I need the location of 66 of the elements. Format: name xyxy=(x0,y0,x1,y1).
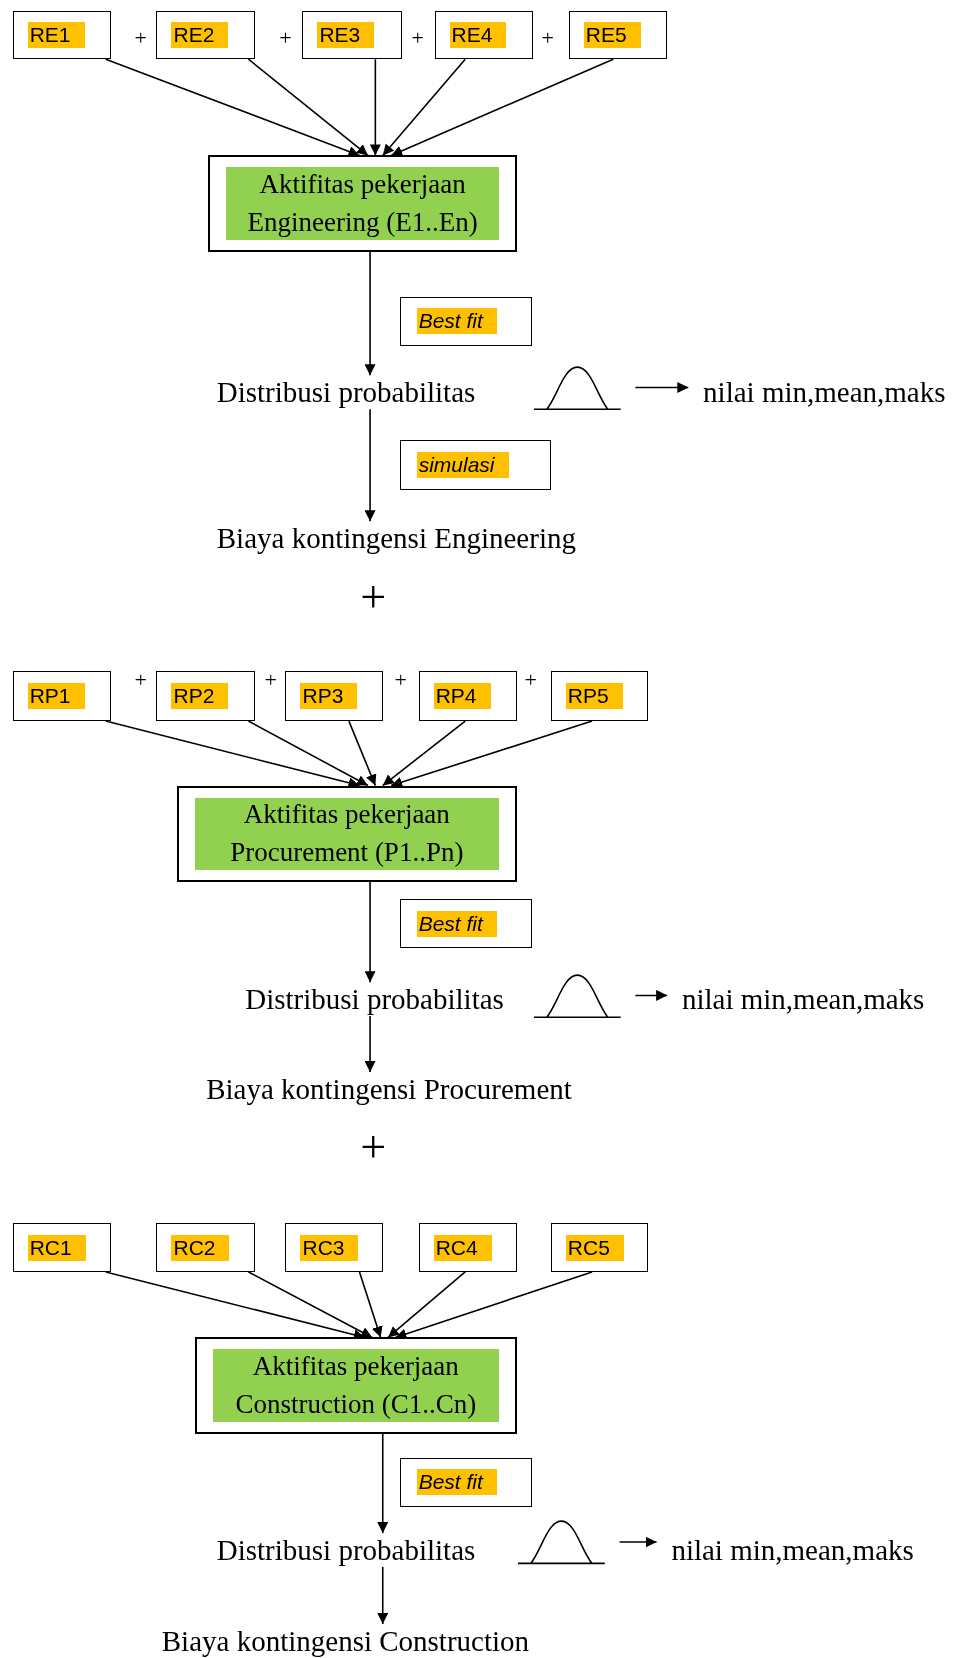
risk-box: RC3 xyxy=(285,1223,383,1272)
arrow xyxy=(377,1566,389,1625)
arrow xyxy=(247,58,369,157)
arrow xyxy=(247,1271,373,1339)
method-box: simulasi xyxy=(399,439,551,490)
arrow xyxy=(394,1271,593,1340)
arrow xyxy=(618,1536,658,1548)
bell-curve-drawing xyxy=(518,1519,605,1565)
step-text: Distribusi probabilitas xyxy=(245,982,504,1017)
arrow xyxy=(364,1015,376,1073)
bell-curve-drawing xyxy=(533,972,621,1019)
risk-box: RE5 xyxy=(568,10,668,60)
plus-sign: + xyxy=(134,668,147,691)
arrow xyxy=(377,1432,389,1534)
method-box: Best fit xyxy=(399,1458,532,1507)
arrow xyxy=(247,720,369,787)
step-text: nilai min,mean,maks xyxy=(681,982,925,1017)
risk-box: RP3 xyxy=(285,671,383,722)
risk-box: RE3 xyxy=(302,10,402,60)
risk-box: RC5 xyxy=(550,1223,649,1272)
step-text: Biaya kontingensi Engineering xyxy=(216,521,576,556)
risk-box: RC4 xyxy=(418,1223,517,1272)
arrow xyxy=(390,720,593,788)
activity-box: Aktifitas pekerjaan Engineering (E1..En) xyxy=(208,155,517,252)
arrow xyxy=(381,720,466,787)
arrow xyxy=(364,408,376,523)
risk-box: RE4 xyxy=(434,10,533,60)
risk-box: RP5 xyxy=(550,671,649,722)
activity-box: Aktifitas pekerjaan Procurement (P1..Pn) xyxy=(176,785,517,882)
plus-sign: + xyxy=(360,1124,387,1171)
risk-box: RP1 xyxy=(12,671,111,722)
risk-box: RP4 xyxy=(418,671,517,722)
plus-sign: + xyxy=(279,27,292,50)
arrow xyxy=(348,720,377,787)
step-text: nilai min,mean,maks xyxy=(671,1533,914,1568)
arrow xyxy=(104,58,361,157)
plus-sign: + xyxy=(411,27,424,50)
arrow xyxy=(358,1271,383,1339)
risk-box: RE1 xyxy=(12,10,111,60)
risk-box: RE2 xyxy=(156,10,255,60)
step-text: Distribusi probabilitas xyxy=(216,1533,476,1568)
activity-box: Aktifitas pekerjaan Construction (C1..Cn) xyxy=(194,1337,517,1434)
plus-sign: + xyxy=(134,27,147,50)
arrow xyxy=(390,58,615,157)
step-text: Biaya kontingensi Construction xyxy=(161,1624,530,1658)
arrow xyxy=(364,881,376,984)
step-text: Biaya kontingensi Procurement xyxy=(206,1072,572,1107)
arrow xyxy=(369,58,381,157)
arrow xyxy=(364,250,376,377)
risk-box: RC2 xyxy=(156,1223,255,1272)
risk-box: RC1 xyxy=(12,1223,111,1272)
plus-sign: + xyxy=(360,574,387,621)
plus-sign: + xyxy=(524,668,537,691)
step-text: nilai min,mean,maks xyxy=(703,375,946,410)
step-text: Distribusi probabilitas xyxy=(216,375,476,410)
arrow xyxy=(634,382,690,393)
arrow xyxy=(381,58,466,157)
bell-curve-drawing xyxy=(533,364,621,411)
arrow xyxy=(387,1271,466,1339)
risk-box: RP2 xyxy=(156,671,255,722)
method-box: Best fit xyxy=(399,898,532,949)
arrow xyxy=(634,989,668,1001)
method-box: Best fit xyxy=(399,297,532,346)
plus-sign: + xyxy=(394,668,407,691)
plus-sign: + xyxy=(541,27,554,50)
plus-sign: + xyxy=(264,668,277,691)
